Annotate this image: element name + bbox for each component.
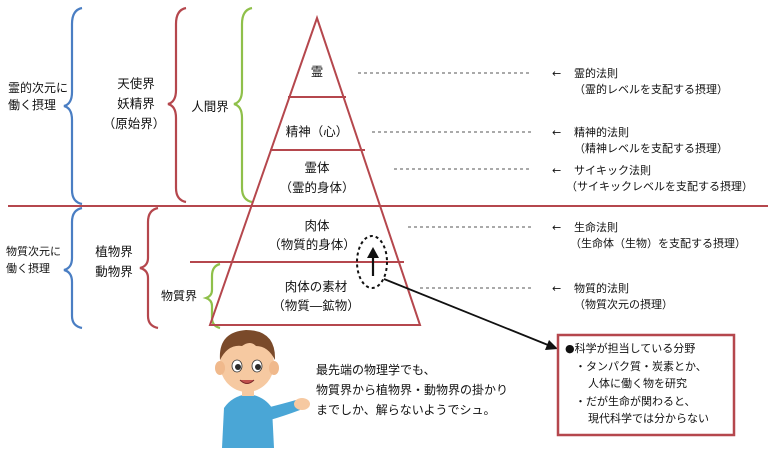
law-arrow: ← xyxy=(552,126,561,139)
speech-line3: までしか、解らないようでシュ。 xyxy=(316,403,496,417)
law-spiritual: ← 霊的法則 （霊的レベルを支配する摂理） xyxy=(552,66,728,96)
spiritual-principle-line1: 霊的次元に xyxy=(8,80,68,95)
pointer-line xyxy=(383,278,549,346)
law-desc: （サイキックレベルを支配する摂理） xyxy=(566,179,753,193)
boy-hair xyxy=(219,330,276,360)
realm-primitive: （原始界） xyxy=(103,116,166,131)
boy-shirt xyxy=(222,394,274,448)
science-box-title: ●科学が担当している分野 xyxy=(565,341,695,355)
level-raw-material: 肉体の素材 xyxy=(285,279,348,294)
boy-mouth xyxy=(239,379,255,384)
speech-line2: 物質界から植物界・動物界の掛かり xyxy=(316,382,508,397)
brace-human-realm xyxy=(233,6,253,204)
law-mental: ← 精神的法則 （精神レベルを支配する摂理） xyxy=(552,125,728,155)
law-name: サイキック法則 xyxy=(574,163,651,177)
speech-line1: 最先端の物理学でも、 xyxy=(316,362,436,377)
level-mind: 精神（心） xyxy=(286,124,349,139)
material-principle-line2: 働く摂理 xyxy=(6,261,50,275)
boy-ear-right xyxy=(269,361,279,375)
boy-pupil-left xyxy=(235,364,241,370)
material-principle-line1: 物質次元に xyxy=(6,244,61,258)
law-desc: （物質次元の摂理） xyxy=(574,297,673,311)
realm-plant: 植物界 xyxy=(95,244,133,259)
pyramid-outline xyxy=(208,14,422,326)
level-flesh-sub: （物質的身体） xyxy=(268,237,356,252)
level-flesh: 肉体 xyxy=(304,218,330,233)
brace-spiritual xyxy=(63,6,83,206)
law-life: ← 生命法則 （生命体（生物）を支配する摂理） xyxy=(552,220,746,250)
law-name: 精神的法則 xyxy=(574,125,629,139)
law-desc: （生命体（生物）を支配する摂理） xyxy=(570,236,746,250)
law-desc: （精神レベルを支配する摂理） xyxy=(574,141,728,155)
brace-material-realm xyxy=(202,262,221,330)
science-box-line2: 人体に働く物を研究 xyxy=(588,376,687,390)
law-arrow: ← xyxy=(552,67,561,80)
realm-angel: 天使界 xyxy=(117,76,155,91)
realm-animal: 動物界 xyxy=(95,264,133,279)
level-spirit-body: 霊体 xyxy=(304,160,330,175)
pointer-head xyxy=(545,340,558,350)
science-box-line3: ・だが生命が関わると、 xyxy=(575,394,696,408)
boy-ear-left xyxy=(215,361,225,375)
boy-arm xyxy=(266,400,300,420)
brace-material xyxy=(63,206,83,330)
realm-fairy: 妖精界 xyxy=(117,96,155,111)
science-box-line1: ・タンパク質・炭素とか、 xyxy=(575,359,707,373)
realm-material: 物質界 xyxy=(161,288,197,303)
science-box xyxy=(556,333,736,437)
law-arrow: ← xyxy=(552,221,561,234)
spiritual-principle-line2: 働く摂理 xyxy=(8,97,56,112)
level-raw-material-sub: （物質―鉱物） xyxy=(272,298,360,313)
law-arrow: ← xyxy=(552,282,561,295)
law-material: ← 物質的法則 （物質次元の摂理） xyxy=(552,281,673,311)
boy-hand xyxy=(294,398,310,410)
law-name: 霊的法則 xyxy=(574,66,618,80)
law-name: 生命法則 xyxy=(574,220,618,234)
law-psychic: ← サイキック法則 （サイキックレベルを支配する摂理） xyxy=(552,163,753,193)
boy-character-illustration xyxy=(215,330,310,448)
law-name: 物質的法則 xyxy=(574,281,629,295)
brace-upper-realms xyxy=(167,6,187,204)
law-arrow: ← xyxy=(552,164,561,177)
boy-pupil-right xyxy=(255,364,261,370)
realm-human: 人間界 xyxy=(191,99,229,114)
level-spirit: 霊 xyxy=(311,64,324,79)
boy-head xyxy=(220,336,274,392)
brace-lower-realms xyxy=(139,206,159,330)
highlight-oval xyxy=(356,235,388,289)
law-desc: （霊的レベルを支配する摂理） xyxy=(574,82,728,96)
level-spirit-body-sub: （霊的身体） xyxy=(279,180,354,195)
science-box-line4: 現代科学では分からない xyxy=(588,411,709,425)
upward-arrow-head xyxy=(367,247,379,258)
